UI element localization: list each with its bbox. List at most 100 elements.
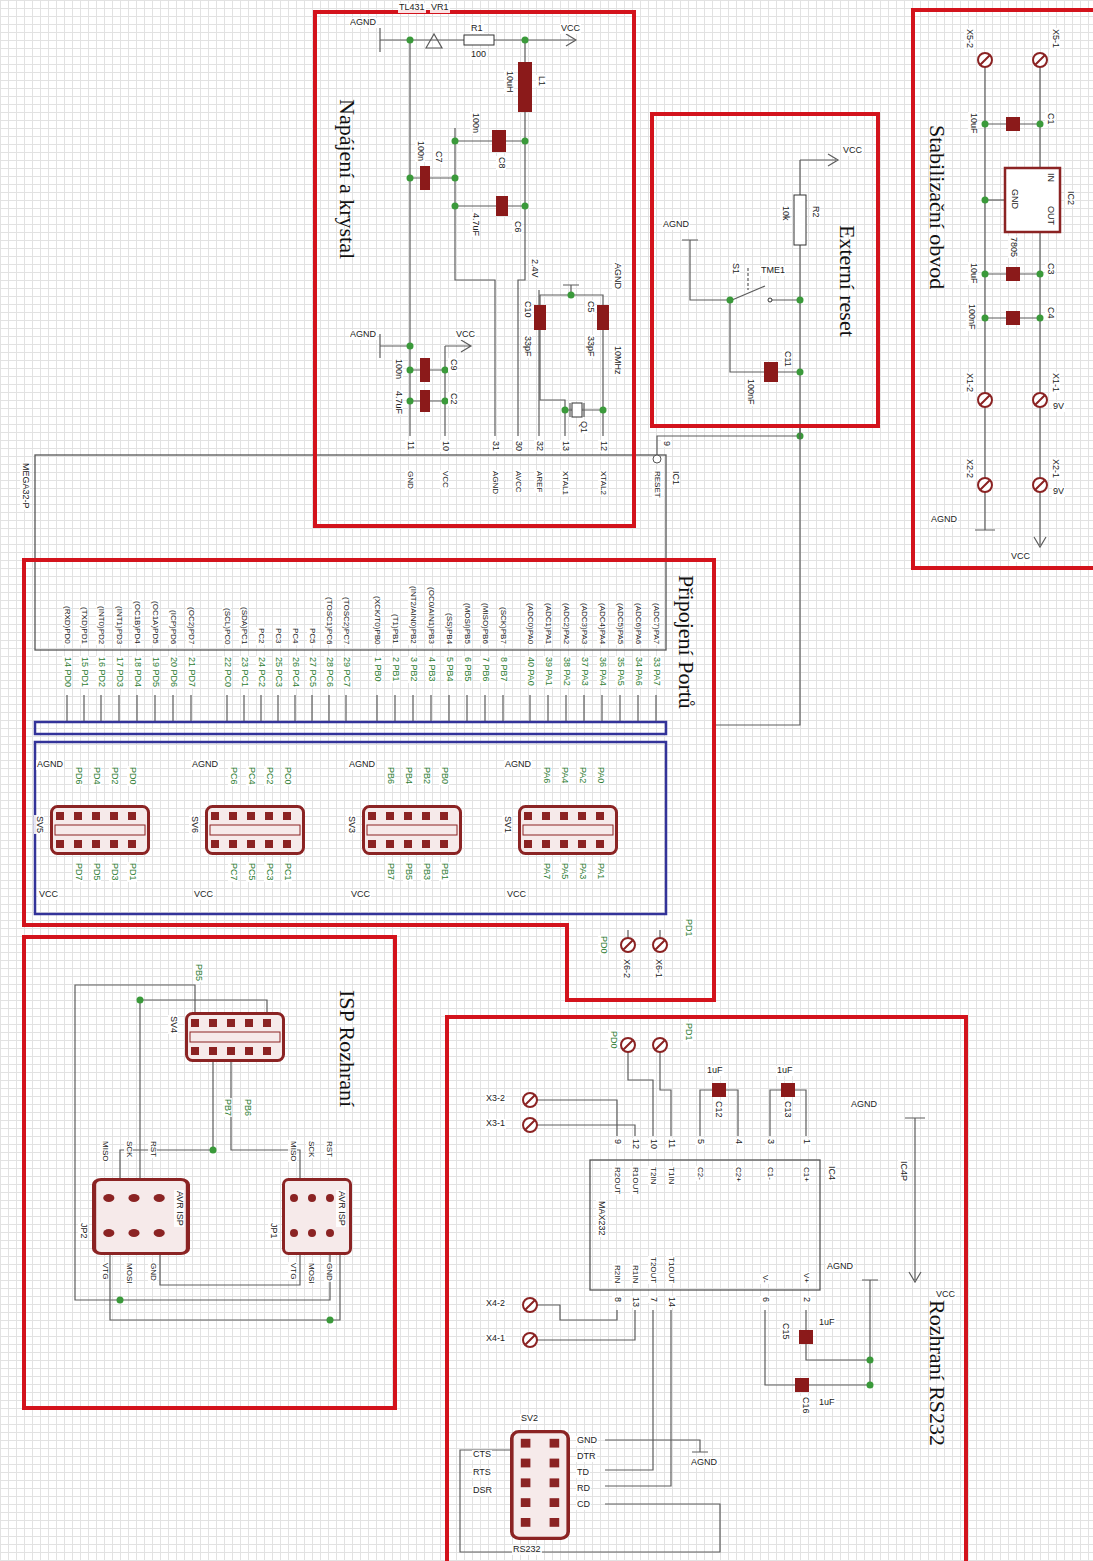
schematic-label: 9: [661, 440, 671, 447]
schematic-label: PA3: [577, 862, 587, 880]
schematic-label: 26 PC4: [290, 656, 300, 688]
schematic-label: R1IN: [630, 1264, 639, 1284]
schematic-label: 7 PB6: [480, 656, 490, 683]
schematic-label: T2IN: [648, 1166, 657, 1185]
schematic-label: T2OUT: [648, 1256, 657, 1284]
schematic-label: 100nF: [966, 303, 976, 331]
schematic-label: C1: [1045, 112, 1055, 126]
schematic-label: 10uH: [504, 70, 514, 94]
schematic-label: PB7: [385, 862, 395, 881]
schematic-label: GND: [405, 470, 414, 490]
schematic-label: 10k: [780, 205, 790, 222]
schematic-label: (ADC3)PA3: [579, 602, 588, 645]
schematic-label: PD1: [683, 918, 693, 938]
schematic-label: 10uF: [968, 262, 978, 285]
schematic-label: 40 PA0: [525, 656, 535, 687]
region-box: Napájení a krystal: [313, 10, 636, 528]
schematic-label: 16 PD2: [96, 656, 106, 688]
schematic-label: (INT0)PD2: [96, 605, 105, 645]
schematic-label: C10: [522, 300, 532, 319]
schematic-label: PB5: [193, 963, 203, 982]
schematic-label: MISO: [288, 1140, 297, 1162]
schematic-label: AGND: [504, 760, 532, 770]
schematic-label: MOSI: [124, 1262, 133, 1284]
schematic-label: T1OUT: [666, 1256, 675, 1284]
schematic-label: IC4P: [898, 1160, 908, 1182]
schematic-label: 27 PC5: [307, 656, 317, 688]
schematic-label: C2+: [733, 1166, 742, 1183]
schematic-label: IC4: [826, 1165, 836, 1181]
schematic-label: 33pF: [585, 335, 595, 358]
schematic-label: (OC1B)PD4: [132, 600, 141, 645]
schematic-label: TD: [576, 1468, 590, 1478]
schematic-label: PB3: [421, 862, 431, 881]
schematic-label: (ADC7)PA7: [651, 602, 660, 645]
region-box: Externí reset: [650, 112, 880, 428]
schematic-label: 3: [765, 1138, 775, 1145]
schematic-label: PD2: [109, 766, 119, 786]
schematic-label: PD0: [608, 1030, 618, 1050]
region-box: ISP Rozhraní: [22, 935, 397, 1410]
schematic-label: 6: [760, 1296, 770, 1303]
schematic-label: 1uF: [818, 1318, 836, 1328]
schematic-label: C4: [1045, 306, 1055, 320]
schematic-label: 7805: [1008, 236, 1018, 258]
schematic-label: 5: [695, 1138, 705, 1145]
schematic-label: PA7: [541, 862, 551, 880]
schematic-label: PD0: [598, 935, 608, 955]
region-title: Napájení a krystal: [335, 99, 360, 259]
schematic-label: AGND: [930, 515, 958, 525]
schematic-label: X5-1: [1050, 28, 1060, 49]
schematic-label: X2-2: [964, 458, 974, 479]
schematic-label: X1-2: [964, 372, 974, 393]
schematic-label: 12: [598, 440, 608, 452]
schematic-label: PD6: [73, 766, 83, 786]
schematic-label: R2OUT: [612, 1166, 621, 1195]
schematic-label: IC1: [670, 470, 680, 486]
schematic-label: 34 PA6: [633, 656, 643, 687]
schematic-label: 1uF: [818, 1398, 836, 1408]
schematic-label: (OC1A)PD5: [150, 600, 159, 645]
schematic-label: TME1: [760, 266, 786, 276]
schematic-label: AGND: [348, 760, 376, 770]
schematic-label: (TOSC1)PC6: [324, 596, 333, 645]
schematic-label: (SCK)PB7: [498, 606, 507, 645]
schematic-label: AGND: [826, 1262, 854, 1272]
schematic-label: 28 PC6: [324, 656, 334, 688]
schematic-label: DSR: [472, 1486, 493, 1496]
schematic-label: PA1: [595, 862, 605, 880]
schematic-label: C8: [496, 156, 506, 170]
schematic-label: AVR ISP: [174, 1190, 184, 1227]
schematic-label: (MISO)PB6: [480, 602, 489, 645]
terminals: [523, 53, 1047, 1347]
schematic-label: (SDA)PC1: [239, 606, 248, 645]
schematic-label: SV6: [189, 815, 199, 834]
schematic-label: AGND: [662, 220, 690, 230]
schematic-label: PA5: [559, 862, 569, 880]
schematic-label: (ADC1)PA1: [543, 602, 552, 645]
schematic-label: PC4: [290, 627, 299, 645]
schematic-label: MAX232: [596, 1200, 606, 1237]
schematic-label: PA6: [541, 766, 551, 784]
schematic-label: 1 PB0: [372, 656, 382, 683]
schematic-label: 14 PD0: [62, 656, 72, 688]
schematic-label: 29 PC7: [341, 656, 351, 688]
schematic-label: DTR: [576, 1452, 597, 1462]
schematic-label: C9: [448, 358, 458, 372]
schematic-label: PC1: [282, 862, 292, 882]
schematic-label: JP1: [268, 1222, 278, 1240]
schematic-label: PC6: [228, 766, 238, 786]
schematic-label: SV5: [34, 815, 44, 834]
schematic-label: VCC: [350, 890, 371, 900]
schematic-label: 13: [560, 440, 570, 452]
schematic-label: PB1: [439, 862, 449, 881]
schematic-label: (TXD)PD1: [79, 606, 88, 645]
schematic-label: VCC: [506, 890, 527, 900]
schematic-label: GND: [1009, 188, 1019, 210]
schematic-label: CTS: [472, 1450, 492, 1460]
schematic-label: C16: [800, 1396, 810, 1415]
schematic-label: (XCK/T0)PB0: [372, 595, 381, 645]
schematic-label: 10uF: [968, 112, 978, 135]
schematic-label: 20 PD6: [168, 656, 178, 688]
